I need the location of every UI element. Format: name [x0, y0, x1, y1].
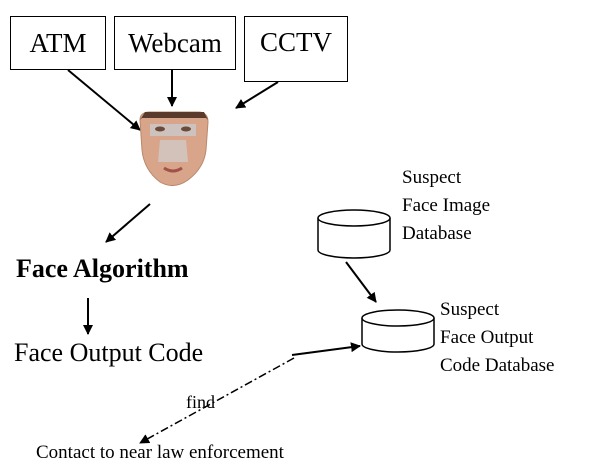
find-label: find — [186, 392, 215, 412]
source-box-webcam: Webcam — [114, 16, 236, 70]
suspect-image-db-line-2: Face Image — [402, 195, 491, 216]
arrow-atm-to-face — [67, 69, 141, 131]
arrow-imagedb-to-codedb — [345, 261, 377, 303]
suspect-code-db-label: Suspect Face Output Code Database — [440, 296, 554, 380]
suspect-code-db-cylinder — [361, 309, 435, 353]
contact-label: Contact to near law enforcement — [36, 442, 284, 463]
suspect-code-db-line-2: Face Output — [440, 327, 534, 348]
suspect-image-db-line-3: Database — [402, 223, 472, 244]
suspect-image-db-label: Suspect Face Image Database — [402, 164, 490, 248]
arrow-find-to-contact — [139, 357, 295, 444]
source-label-webcam: Webcam — [128, 27, 222, 58]
arrow-code-to-db — [291, 342, 361, 356]
source-label-cctv: CCTV — [259, 27, 332, 57]
arrow-face-to-algorithm — [105, 203, 151, 243]
source-box-cctv: CCTV — [244, 16, 348, 82]
suspect-code-db-line-3: Code Database — [440, 355, 555, 376]
suspect-image-db-line-1: Suspect — [402, 167, 462, 188]
suspect-code-db-line-1: Suspect — [440, 299, 500, 320]
suspect-image-db-cylinder — [317, 209, 391, 259]
face-output-code-label: Face Output Code — [14, 338, 204, 367]
face-image — [139, 111, 209, 186]
arrow-cctv-to-face — [235, 81, 279, 109]
face-algorithm-label: Face Algorithm — [16, 254, 189, 283]
source-box-atm: ATM — [10, 16, 106, 70]
source-label-atm: ATM — [29, 27, 87, 58]
